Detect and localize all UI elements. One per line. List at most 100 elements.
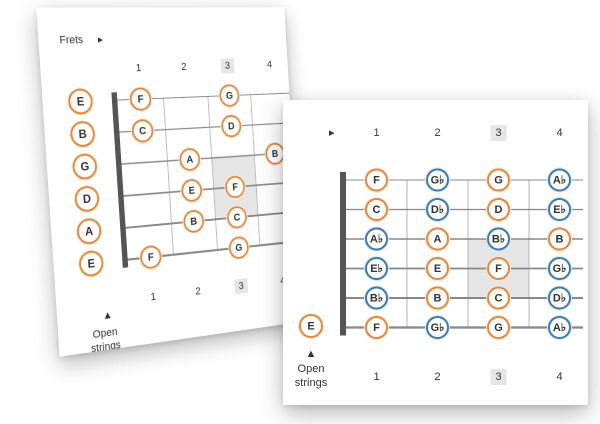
svg-text:G: G [494,322,503,334]
string-line [126,212,297,228]
svg-text:E: E [434,263,441,275]
svg-text:E: E [87,257,95,271]
svg-text:G: G [80,160,90,174]
fret-number-top: 2 [181,61,187,73]
svg-text:G: G [226,90,234,102]
fret-number-bottom: 2 [195,285,201,297]
fret-number-top: 3 [495,127,501,139]
svg-text:A: A [85,225,94,239]
svg-text:F: F [495,263,502,275]
fret-note: C [132,120,153,142]
fret-line [163,98,173,255]
fret-note: B [549,229,570,250]
open-string-note: E [300,315,322,337]
svg-text:D♭: D♭ [431,204,444,216]
svg-text:F: F [373,175,380,187]
svg-text:A: A [186,154,194,166]
svg-text:B♭: B♭ [492,234,505,246]
fret-note: G [220,85,239,106]
fret-note: E [182,179,202,201]
fretboard-diagram-chromatic: ▸ ▲ Open strings 12341234EFG♭GA♭CD♭DE♭A♭… [283,100,588,405]
svg-text:D: D [83,193,92,207]
fret-note: F [488,258,509,279]
svg-text:G♭: G♭ [553,263,567,275]
open-strings-caption-line2: strings [91,339,122,355]
fret-number-bottom: 1 [373,371,379,383]
fret-note: B [427,288,448,309]
svg-text:E: E [188,185,195,197]
fret-note: E [427,258,448,279]
fret-note: C [366,199,387,220]
fret-number-top: 1 [373,127,379,139]
open-strings-arrow-icon: ▲ [306,348,317,360]
svg-text:D: D [228,121,235,133]
open-string-note: G [73,154,97,179]
frets-arrow-icon: ▸ [329,127,335,139]
fretboard-diagram-naturals: Frets ▸ ▲ Open strings 12341234EBGDAEFGC… [36,7,303,356]
fret-number-bottom: 3 [238,280,244,292]
svg-text:E: E [307,321,314,333]
fret-note: G [229,237,248,259]
fretboard-card-naturals: Frets ▸ ▲ Open strings 12341234EBGDAEFGC… [36,7,303,356]
svg-text:E♭: E♭ [370,263,383,275]
frets-arrow-icon: ▸ [97,34,103,46]
fret-number-top: 2 [434,127,440,139]
svg-text:F: F [232,182,239,194]
svg-text:B: B [556,234,564,246]
open-string-note: E [79,251,103,277]
svg-text:E♭: E♭ [553,204,566,216]
fret-number-top: 4 [556,127,562,139]
svg-text:C: C [373,204,381,216]
fret-number-top: 3 [225,60,231,71]
svg-text:E: E [76,95,84,108]
svg-text:A♭: A♭ [553,322,566,334]
open-string-note: B [71,122,95,147]
svg-text:C: C [495,293,503,305]
svg-text:B: B [272,148,279,159]
fretboard-card-chromatic: ▸ ▲ Open strings 12341234EFG♭GA♭CD♭DE♭A♭… [283,100,588,405]
fret-note: G♭ [549,258,570,279]
fret-note: G♭ [427,170,448,191]
svg-text:F: F [373,322,380,334]
fret-note: C [488,288,509,309]
fret-note: G♭ [427,317,448,338]
fret-note: F [140,246,161,269]
svg-text:B♭: B♭ [370,293,383,305]
svg-text:B: B [190,216,198,228]
svg-text:A♭: A♭ [553,175,566,187]
nut [340,172,346,336]
open-string-note: A [77,219,101,245]
fret-note: A♭ [549,170,570,191]
fret-note: D♭ [549,288,570,309]
svg-text:F: F [137,94,144,106]
nut [111,92,128,268]
svg-text:B: B [434,293,442,305]
fret-note: F [366,170,387,191]
fret-note: E♭ [366,258,387,279]
svg-text:D: D [495,204,503,216]
fret-number-bottom: 1 [150,291,156,303]
fret-note: D♭ [427,199,448,220]
svg-text:G♭: G♭ [431,322,445,334]
svg-text:F: F [148,251,155,263]
fret-note: D [488,199,509,220]
fret-note: F [366,317,387,338]
fret-note: A♭ [366,229,387,250]
open-strings-caption-line1: Open [298,363,325,375]
fret-note: B♭ [366,288,387,309]
frets-label: Frets [59,34,84,46]
fret-number-top: 4 [267,59,273,70]
fret-note: F [225,176,244,198]
fret-note: B [184,210,204,232]
fret-note: A♭ [549,317,570,338]
fret-number-top: 1 [136,62,142,74]
fret-note: D [222,115,241,136]
fret-note: A [427,229,448,250]
open-strings-caption-line2: strings [295,377,328,389]
fret-note: G [488,170,509,191]
open-strings-arrow-icon: ▲ [102,309,113,322]
open-string-note: D [75,186,99,211]
svg-text:C: C [233,212,240,224]
svg-text:C: C [139,125,147,137]
fret-note: E♭ [549,199,570,220]
